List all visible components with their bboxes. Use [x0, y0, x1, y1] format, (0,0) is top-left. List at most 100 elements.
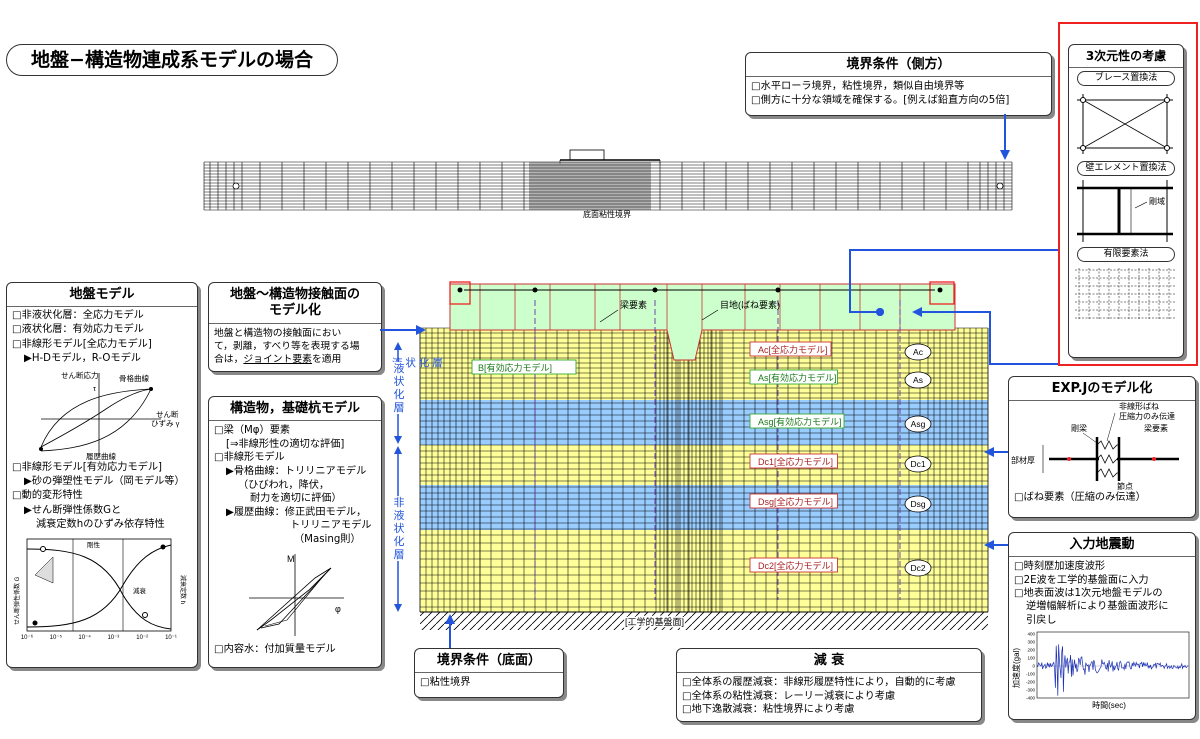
layer-name-badge: Dc2 — [910, 563, 925, 573]
shear-stress-label: せん断応力 — [61, 370, 99, 380]
curvature-axis-label: φ — [335, 604, 341, 614]
damping-note: 減衰 — [133, 586, 147, 595]
damping-axis-label: 減衰定数 h — [179, 575, 187, 604]
strain-tick-label: 10⁻³ — [107, 635, 119, 641]
tau-label: τ — [93, 384, 96, 393]
wall-element-method-label: 壁エレメント置換法 — [1077, 161, 1175, 176]
acceleration-tick: 300 — [1027, 640, 1035, 645]
interface-text: 地盤と構造物の接触面におい — [214, 327, 342, 339]
ground-model-line: □非液状化層：全応力モデル — [12, 310, 144, 322]
strain-tick-label: 10⁻⁶ — [21, 634, 34, 641]
acceleration-tick: 200 — [1027, 648, 1035, 653]
acceleration-tick: -300 — [1026, 688, 1036, 693]
joint-spring-label: 目地(ばね要素) — [720, 299, 780, 310]
structure-line: □梁（Mφ）要素 — [214, 425, 291, 437]
structure-line: ▶履歴曲線：修正武田モデル， — [226, 506, 367, 518]
strain-tick-label: 10⁻⁵ — [50, 634, 63, 641]
ground-model-line: □非線形モデル[有効応力モデル] — [12, 462, 163, 474]
main-model: 梁要素 目地(ばね要素) [工学的基盤面] Ac[全応力モデル]AcAs[有効応… — [392, 281, 989, 630]
structure-footer: □内容水：付加質量モデル — [214, 643, 336, 655]
layer-name-badge: Asg — [911, 419, 926, 429]
ground-model-line: ▶砂の弾塑性モデル（岡モデル等） — [24, 476, 185, 488]
brace-method-figure — [1077, 94, 1173, 154]
interface-title: 地盤〜構造物接触面の モデル化 — [209, 283, 381, 324]
skeleton-curve-label: 骨格曲線 — [119, 373, 149, 383]
structure-line: [⇒非線形性の適切な評価] — [226, 438, 345, 450]
acceleration-tick: -400 — [1026, 696, 1036, 701]
ground-model-line: ▶せん断弾性係数Gと — [24, 504, 122, 516]
input-motion-box: 入力地震動 □時刻歴加速度波形 □2E波を工学的基盤面に入力 □地表面波は1次元… — [1008, 532, 1196, 720]
input-motion-line: 逆増幅解析により基盤面波形に — [1026, 601, 1169, 613]
rigid-beam-label: 剛梁 — [1071, 424, 1087, 433]
shear-strain-label-2: ひずみ γ — [151, 418, 180, 428]
structure-line: （Masing則） — [294, 534, 361, 545]
boundary-side-box: 境界条件（側方） □水平ローラ境界，粘性境界，類似自由境界等 □側方に十分な領域… — [745, 52, 1052, 116]
layer-model-label: Dc1[全応力モデル] — [758, 456, 833, 467]
ground-model-box: 地盤モデル □非液状化層：全応力モデル □液状化層：有効応力モデル □非線形モデ… — [6, 282, 198, 668]
moment-curvature-figure: M φ — [249, 553, 344, 636]
boundary-bottom-box: 境界条件（底面） □粘性境界 — [414, 648, 564, 698]
shear-strain-label-1: せん断 — [156, 409, 179, 419]
time-axis-label: 時間(sec) — [1092, 701, 1126, 710]
expj-beam-label: 梁要素 — [1144, 423, 1168, 433]
layer-name-badge: Dc1 — [910, 459, 925, 469]
acceleration-tick: 100 — [1027, 656, 1035, 661]
three-d-frame — [1058, 22, 1198, 366]
fem-method-label: 有限要素法 — [1077, 247, 1175, 262]
acceleration-tick: 400 — [1027, 632, 1035, 637]
layer-model-label: Dsg[全応力モデル] — [758, 496, 833, 507]
layer-model-label: As[有効応力モデル] — [758, 372, 837, 383]
strain-tick-label: 10⁻¹ — [165, 635, 177, 641]
structure-line: ▶骨格曲線：トリリニアモデル — [226, 466, 367, 478]
structure-line: （ひびわれ，降伏， — [238, 479, 330, 491]
structure-box: 構造物，基礎杭モデル □梁（Mφ）要素 [⇒非線形性の適切な評価] □非線形モデ… — [208, 396, 382, 668]
page-title: 地盤−構造物連成系モデルの場合 — [6, 44, 338, 76]
ground-model-title: 地盤モデル — [7, 283, 197, 308]
ground-model-line: □非線形モデル[全応力モデル] — [12, 338, 152, 350]
overall-mesh-model: 底面粘性境界 — [203, 149, 1013, 219]
stiffness-note: 剛性 — [87, 540, 101, 549]
interface-text: 合は，ジョイント要素を適用 — [214, 353, 342, 365]
acceleration-axis-label: 加速度(gal) — [1011, 648, 1021, 688]
ground-model-line: □液状化層：有効応力モデル — [12, 324, 144, 336]
boundary-side-item: □側方に十分な領域を確保する。[例えば鉛直方向の5倍] — [751, 95, 1010, 107]
expj-footer: □ばね要素（圧縮のみ伝達） — [1014, 492, 1146, 504]
bottom-boundary-label: 底面粘性境界 — [583, 209, 631, 219]
input-motion-line: □時刻歴加速度波形 — [1014, 561, 1106, 573]
edge-joint-left — [449, 281, 471, 305]
acceleration-tick: 0 — [1032, 664, 1035, 669]
boundary-bottom-item: □粘性境界 — [420, 677, 471, 689]
structure-line: トリリニアモデル — [290, 520, 372, 532]
acceleration-tick: -200 — [1026, 680, 1036, 685]
strain-tick-label: 10⁻² — [136, 635, 148, 641]
layer-name-badge: Dsg — [910, 499, 925, 509]
layer-name-badge: Ac — [913, 347, 924, 357]
boundary-bottom-title: 境界条件（底面） — [415, 649, 563, 674]
three-d-title: 3次元性の考慮 — [1069, 45, 1183, 68]
modulus-damping-graph: 剛性 減衰 せん断弾性係数 G 減衰定数 h 10⁻⁶ 10⁻⁵ 10⁻⁴ 10⁻³ 1… — [13, 538, 187, 641]
expj-title: EXP.Jのモデル化 — [1009, 377, 1195, 402]
ground-model-line: ▶H-Dモデル，R-Oモデル — [24, 352, 141, 364]
interface-text: て，剥離，すべり等を表現する場 — [214, 340, 360, 352]
acceleration-tick: -100 — [1026, 672, 1036, 677]
boundary-side-title: 境界条件（側方） — [746, 53, 1051, 78]
expj-figure: 非線形ばね 圧縮力のみ伝達 梁要素 剛梁 部材厚 節点 — [1011, 401, 1179, 491]
shear-modulus-axis-label: せん断弾性係数 G — [13, 576, 21, 625]
engineering-base-label: [工学的基盤面] — [625, 616, 684, 627]
boundary-side-item: □水平ローラ境界，粘性境界，類似自由境界等 — [751, 81, 965, 93]
structure-line: 耐力を適切に評価） — [250, 493, 342, 505]
damping-item: □全体系の粘性減衰：レーリー減衰により考慮 — [682, 690, 896, 702]
input-motion-title: 入力地震動 — [1009, 533, 1195, 558]
member-thickness-label: 部材厚 — [1011, 455, 1035, 465]
input-motion-line: 引戻し — [1026, 614, 1057, 626]
damping-box: 減 衰 □全体系の履歴減衰：非線形履歴特性により，自動的に考慮 □全体系の粘性減… — [676, 648, 982, 722]
joint-element-term: ジョイント要素 — [243, 353, 312, 365]
damping-item: □全体系の履歴減衰：非線形履歴特性により，自動的に考慮 — [682, 677, 956, 689]
three-d-box: 3次元性の考慮 ブレース置換法 壁エレメント置換法 剛域 有限要素法 — [1068, 44, 1184, 358]
input-motion-line: □地表面波は1次元地盤モデルの — [1014, 588, 1163, 600]
layer-model-label: Asg[有効応力モデル] — [758, 416, 842, 427]
non-liquefaction-side-label: 非 液 状 化 層 — [392, 496, 406, 561]
strain-tick-label: 10⁻⁴ — [78, 634, 91, 641]
ground-model-line: □動的変形特性 — [12, 490, 83, 502]
brace-method-label: ブレース置換法 — [1077, 71, 1175, 86]
